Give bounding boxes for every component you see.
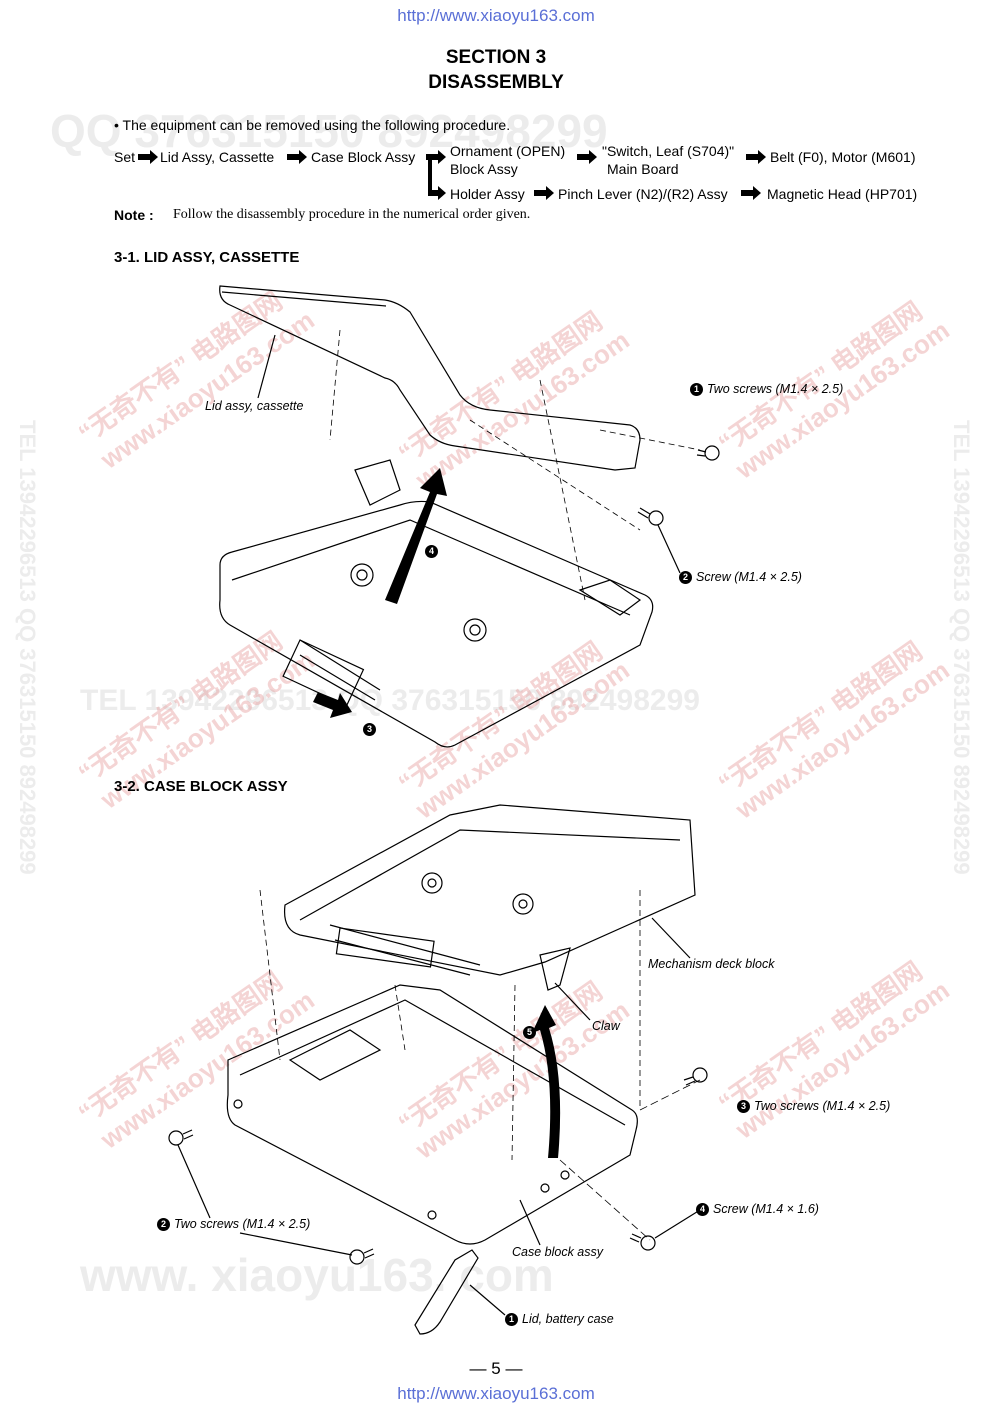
step-1-icon: 1 [690, 383, 703, 396]
section-2-heading: 3-2. CASE BLOCK ASSY [114, 778, 288, 795]
step-2-icon: 2 [679, 571, 692, 584]
screw-case-2b [349, 1248, 375, 1265]
label-case-screw-3: 3 Two screws (M1.4 × 2.5) [737, 1099, 890, 1113]
flow-switch-1: "Switch, Leaf (S704)" [602, 143, 735, 159]
section-subtitle: DISASSEMBLY [428, 72, 564, 93]
cassette-base [219, 500, 654, 748]
header-url[interactable]: http://www.xiaoyu163.com [397, 6, 595, 25]
label-lid-battery-text: Lid, battery case [522, 1312, 614, 1326]
screw-2 [637, 507, 664, 526]
label-screw-2: 2 Screw (M1.4 × 2.5) [679, 570, 802, 584]
flow-switch-2: Main Board [607, 161, 679, 177]
step-3-case-icon: 3 [737, 1100, 750, 1113]
lid-shape [219, 285, 641, 471]
arrow-3-slide [313, 692, 352, 718]
note-text: Follow the disassembly procedure in the … [173, 207, 531, 222]
section-1-heading: 3-1. LID ASSY, CASSETTE [114, 249, 300, 266]
intro-text: • The equipment can be removed using the… [114, 117, 511, 133]
label-screw-1: 1 Two screws (M1.4 × 2.5) [690, 382, 843, 396]
flow-lid: Lid Assy, Cassette [160, 149, 275, 165]
step-4-case-icon: 4 [696, 1203, 709, 1216]
step-4-icon: 4 [425, 545, 438, 558]
label-lid-assy: Lid assy, cassette [205, 399, 304, 413]
note-label: Note : [114, 207, 154, 223]
step-3-marker: 3 [363, 722, 380, 736]
flow-case: Case Block Assy [311, 149, 416, 165]
flow-ornament-1: Ornament (OPEN) [450, 143, 566, 159]
flow-head: Magnetic Head (HP701) [767, 186, 918, 202]
case-block [226, 984, 638, 1245]
step-2-case-icon: 2 [157, 1218, 170, 1231]
label-screw-2-text: Screw (M1.4 × 2.5) [696, 570, 802, 584]
flow-pinch: Pinch Lever (N2)/(R2) Assy [558, 186, 728, 202]
step-5-icon: 5 [523, 1026, 536, 1039]
step-5-marker: 5 [523, 1025, 540, 1039]
flow-belt: Belt (F0), Motor (M601) [770, 149, 916, 165]
lid-edge [221, 291, 387, 307]
label-case-screw-2-text: Two screws (M1.4 × 2.5) [174, 1217, 311, 1231]
label-mechanism-deck: Mechanism deck block [648, 957, 775, 971]
step-3-icon: 3 [363, 723, 376, 736]
screw-case-2a [168, 1129, 194, 1146]
label-lid-battery: 1 Lid, battery case [505, 1312, 614, 1326]
arrow-4-lift [385, 468, 447, 604]
label-screw-1-text: Two screws (M1.4 × 2.5) [707, 382, 844, 396]
mechanism-deck [283, 804, 696, 976]
label-case-screw-2: 2 Two screws (M1.4 × 2.5) [157, 1217, 310, 1231]
lid-battery-case [414, 1249, 479, 1335]
page-number: — 5 — [469, 1359, 523, 1378]
label-claw: Claw [592, 1019, 620, 1033]
label-case-block: Case block assy [512, 1245, 604, 1259]
screw-case-3 [683, 1067, 708, 1086]
label-case-screw-4-text: Screw (M1.4 × 1.6) [713, 1202, 819, 1216]
step-4-marker: 4 [425, 544, 442, 558]
label-case-screw-3-text: Two screws (M1.4 × 2.5) [754, 1099, 891, 1113]
label-case-screw-4: 4 Screw (M1.4 × 1.6) [696, 1202, 819, 1216]
flow-set: Set [114, 149, 136, 165]
screw-1 [696, 445, 720, 461]
step-1-case-icon: 1 [505, 1313, 518, 1326]
flow-ornament-2: Block Assy [450, 161, 518, 177]
flow-holder: Holder Assy [450, 186, 525, 202]
section-title: SECTION 3 [445, 47, 547, 68]
footer-url[interactable]: http://www.xiaoyu163.com [397, 1384, 595, 1403]
screw-case-4 [629, 1233, 656, 1251]
arrow-5-lift [532, 1005, 561, 1158]
